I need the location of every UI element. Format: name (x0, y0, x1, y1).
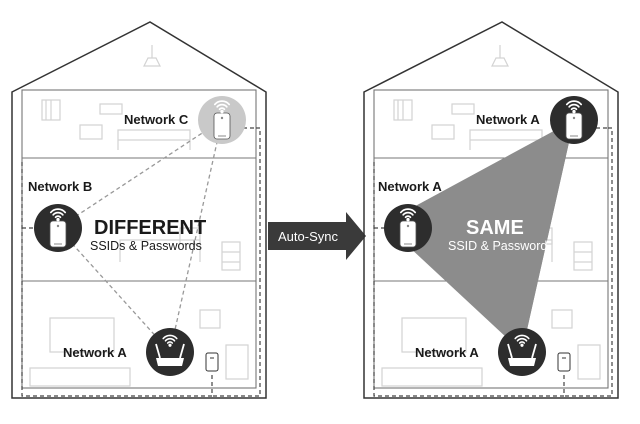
left-mid-furniture (119, 227, 241, 271)
left-house: Network C Network B DIFFERENT SSIDs & Pa… (11, 21, 267, 399)
left-ethernet-path-2 (212, 127, 261, 397)
right-node-middle (384, 204, 432, 252)
range-extender-icon (49, 220, 67, 248)
left-attic-lamp (143, 45, 161, 67)
left-middle-label: Network B (28, 179, 92, 194)
left-link-c-a (169, 119, 223, 353)
right-node-top (550, 96, 598, 144)
left-node-b (34, 204, 82, 252)
power-adapter-icon (557, 352, 571, 372)
coverage-area-2 (408, 120, 574, 352)
right-ethernet-path (373, 162, 565, 397)
right-headline: SAME (466, 217, 524, 239)
right-node-bottom (498, 328, 546, 376)
left-link-b-c (57, 119, 223, 229)
left-bottom-label: Network A (63, 345, 127, 360)
arrow-shape (268, 212, 366, 260)
range-extender-icon (399, 220, 417, 248)
right-bottom-label: Network A (415, 345, 479, 360)
left-bottom-furniture (29, 309, 249, 387)
range-extender-icon (213, 112, 231, 140)
left-ethernet-path (21, 162, 213, 397)
power-adapter-icon (205, 352, 219, 372)
range-extender-icon (565, 112, 583, 140)
right-house: SAME SSID & Password Network A Network A… (363, 21, 619, 399)
auto-sync-arrow: Auto-Sync (268, 212, 366, 260)
left-node-a (146, 328, 194, 376)
right-subline: SSID & Password (448, 239, 547, 253)
right-middle-label: Network A (378, 179, 442, 194)
left-top-label: Network C (124, 112, 189, 127)
arrow-label: Auto-Sync (278, 229, 338, 244)
left-attic-furniture (41, 99, 191, 150)
right-ethernet-path-2 (564, 127, 613, 397)
left-node-c (198, 96, 246, 144)
right-attic-lamp (491, 45, 509, 67)
left-subline: SSIDs & Passwords (90, 239, 202, 253)
right-bottom-furniture (381, 309, 601, 387)
left-headline: DIFFERENT (94, 217, 206, 239)
right-top-label: Network A (476, 112, 540, 127)
left-house-outline (11, 21, 267, 399)
right-house-outline (363, 21, 619, 399)
